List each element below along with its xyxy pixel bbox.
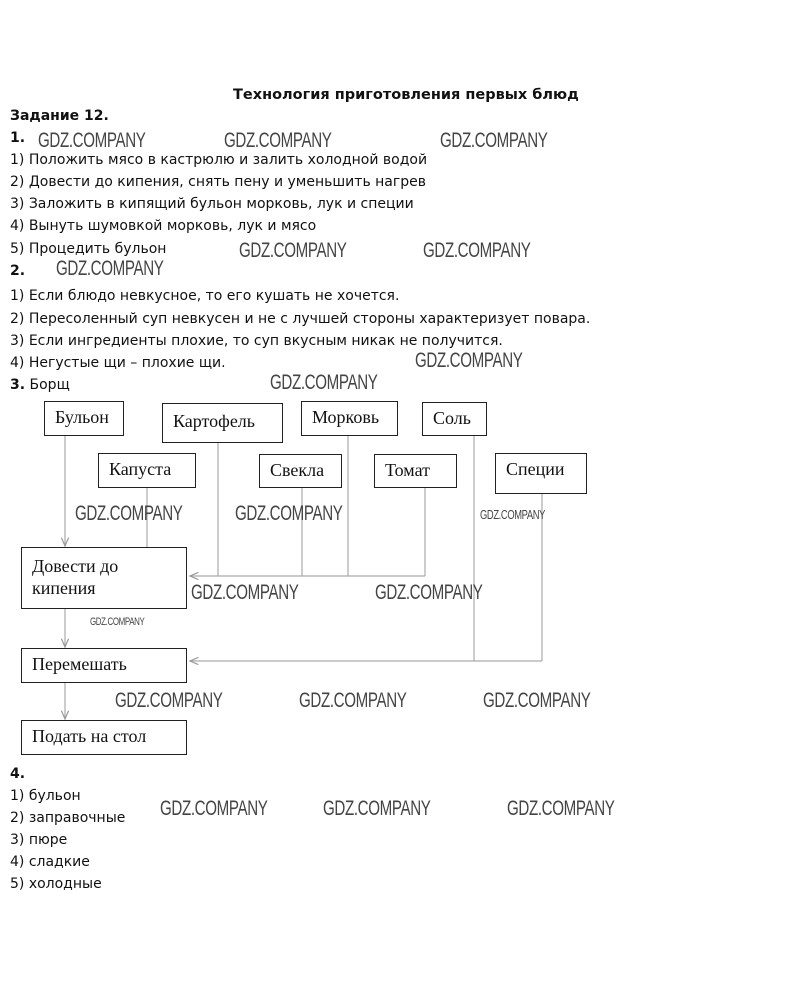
list-item: 2) заправочные — [10, 810, 126, 826]
watermark: GDZ.COMPANY — [423, 239, 531, 262]
watermark: GDZ.COMPANY — [323, 797, 431, 820]
watermark: GDZ.COMPANY — [440, 129, 548, 152]
watermark: GDZ.COMPANY — [483, 689, 591, 712]
watermark: GDZ.COMPANY — [90, 616, 145, 628]
list-item: 1) бульон — [10, 788, 81, 804]
watermark: GDZ.COMPANY — [160, 797, 268, 820]
section-1-number: 1. — [10, 130, 26, 146]
list-item: 2) Довести до кипения, снять пену и умен… — [10, 174, 426, 190]
ingredient-box-kartofel: Картофель — [162, 403, 283, 443]
list-item: 4) сладкие — [10, 854, 90, 870]
section-3-title: Борщ — [29, 377, 70, 393]
ingredient-box-kapusta: Капуста — [98, 453, 196, 488]
section-3-number: 3. — [10, 377, 26, 393]
list-item: 4) Вынуть шумовкой морковь, лук и мясо — [10, 218, 317, 234]
watermark: GDZ.COMPANY — [375, 581, 483, 604]
list-item: 5) Процедить бульон — [10, 241, 167, 257]
watermark: GDZ.COMPANY — [224, 129, 332, 152]
watermark: GDZ.COMPANY — [507, 797, 615, 820]
step-box-stir: Перемешать — [21, 648, 187, 683]
ingredient-box-sol: Соль — [422, 402, 487, 436]
step-box-serve: Подать на стол — [21, 720, 187, 755]
list-item: 3) Если ингредиенты плохие, то суп вкусн… — [10, 333, 503, 349]
watermark: GDZ.COMPANY — [415, 349, 523, 372]
ingredient-box-tomat: Томат — [374, 454, 457, 488]
list-item: 3) пюре — [10, 832, 68, 848]
watermark: GDZ.COMPANY — [270, 371, 378, 394]
watermark: GDZ.COMPANY — [75, 502, 183, 525]
watermark: GDZ.COMPANY — [239, 239, 347, 262]
ingredient-box-bulyon: Бульон — [44, 401, 124, 436]
ingredient-box-morkov: Морковь — [301, 401, 398, 436]
watermark: GDZ.COMPANY — [480, 507, 546, 522]
section-2-number: 2. — [10, 263, 26, 279]
section-4-number: 4. — [10, 766, 26, 782]
watermark: GDZ.COMPANY — [56, 257, 164, 280]
list-item: 5) холодные — [10, 876, 102, 892]
watermark: GDZ.COMPANY — [191, 581, 299, 604]
list-item: 1) Если блюдо невкусное, то его кушать н… — [10, 288, 400, 304]
watermark: GDZ.COMPANY — [115, 689, 223, 712]
ingredient-box-svekla: Свекла — [259, 454, 342, 488]
watermark: GDZ.COMPANY — [38, 129, 146, 152]
ingredient-box-specii: Специи — [495, 453, 587, 494]
watermark: GDZ.COMPANY — [299, 689, 407, 712]
page-title: Технология приготовления первых блюд — [233, 87, 579, 103]
step-box-boil: Довести до кипения — [21, 547, 187, 609]
list-item: 4) Негустые щи – плохие щи. — [10, 355, 226, 371]
watermark: GDZ.COMPANY — [235, 502, 343, 525]
list-item: 2) Пересоленный суп невкусен и не с лучш… — [10, 311, 591, 327]
task-heading: Задание 12. — [10, 108, 109, 124]
list-item: 3) Заложить в кипящий бульон морковь, лу… — [10, 196, 414, 212]
section-3-heading: 3. Борщ — [10, 377, 70, 393]
list-item: 1) Положить мясо в кастрюлю и залить хол… — [10, 152, 428, 168]
